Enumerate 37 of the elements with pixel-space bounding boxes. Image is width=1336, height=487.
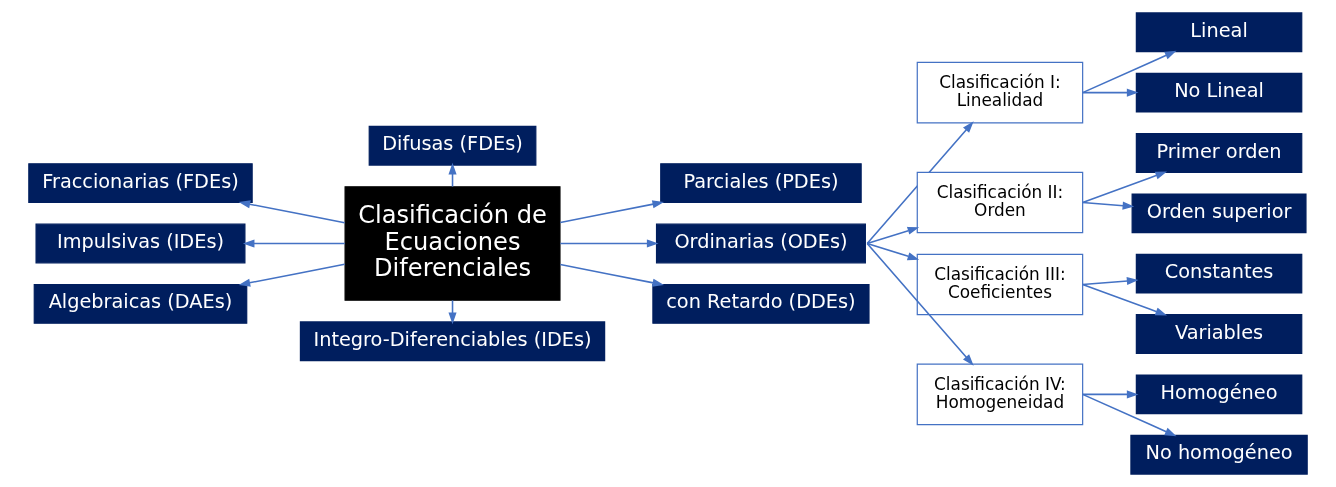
node-box: Clasificación II: Orden — [916, 171, 1084, 234]
node-box: Clasificación de Ecuaciones Diferenciales — [344, 186, 561, 301]
arrow — [866, 242, 974, 366]
arrow — [1081, 50, 1177, 94]
arrow — [866, 242, 920, 261]
node-box: Algebraicas (DAEs) — [33, 283, 248, 324]
arrow — [238, 263, 346, 287]
node-box: Parciales (PDEs) — [660, 163, 862, 204]
arrow — [866, 121, 974, 245]
node-box: Clasificación I: Linealidad — [916, 61, 1084, 124]
arrow — [866, 226, 920, 245]
node-box: Integro-Diferenciables (IDEs) — [299, 321, 606, 362]
node-box: con Retardo (DDEs) — [652, 283, 870, 324]
node-box: Fraccionarias (FDEs) — [28, 163, 253, 204]
node-box: Ordinarias (ODEs) — [655, 223, 866, 264]
node-box: Orden superior — [1131, 193, 1307, 234]
arrow — [1081, 393, 1177, 437]
node-box: Difusas (FDEs) — [368, 125, 537, 166]
node-box: Variables — [1135, 314, 1303, 354]
arrow — [242, 239, 346, 248]
arrow — [1081, 88, 1139, 97]
arrow — [1081, 201, 1135, 210]
node-box: Primer orden — [1135, 133, 1303, 173]
arrow — [559, 200, 665, 224]
node-box: Clasificación IV: Homogeneidad — [916, 363, 1084, 426]
node-box: Impulsivas (IDEs) — [35, 223, 246, 264]
arrow — [559, 263, 665, 287]
arrow — [1081, 283, 1168, 316]
arrow — [559, 239, 659, 248]
node-box: Clasificación III: Coeficientes — [916, 253, 1084, 316]
arrow — [238, 200, 346, 224]
node-box: Constantes — [1135, 253, 1303, 294]
node-box: No homogéneo — [1130, 434, 1308, 475]
arrow — [1081, 171, 1168, 204]
node-box: Homogéneo — [1135, 374, 1303, 415]
node-box: Lineal — [1135, 12, 1303, 53]
node-box: No Lineal — [1135, 72, 1303, 113]
